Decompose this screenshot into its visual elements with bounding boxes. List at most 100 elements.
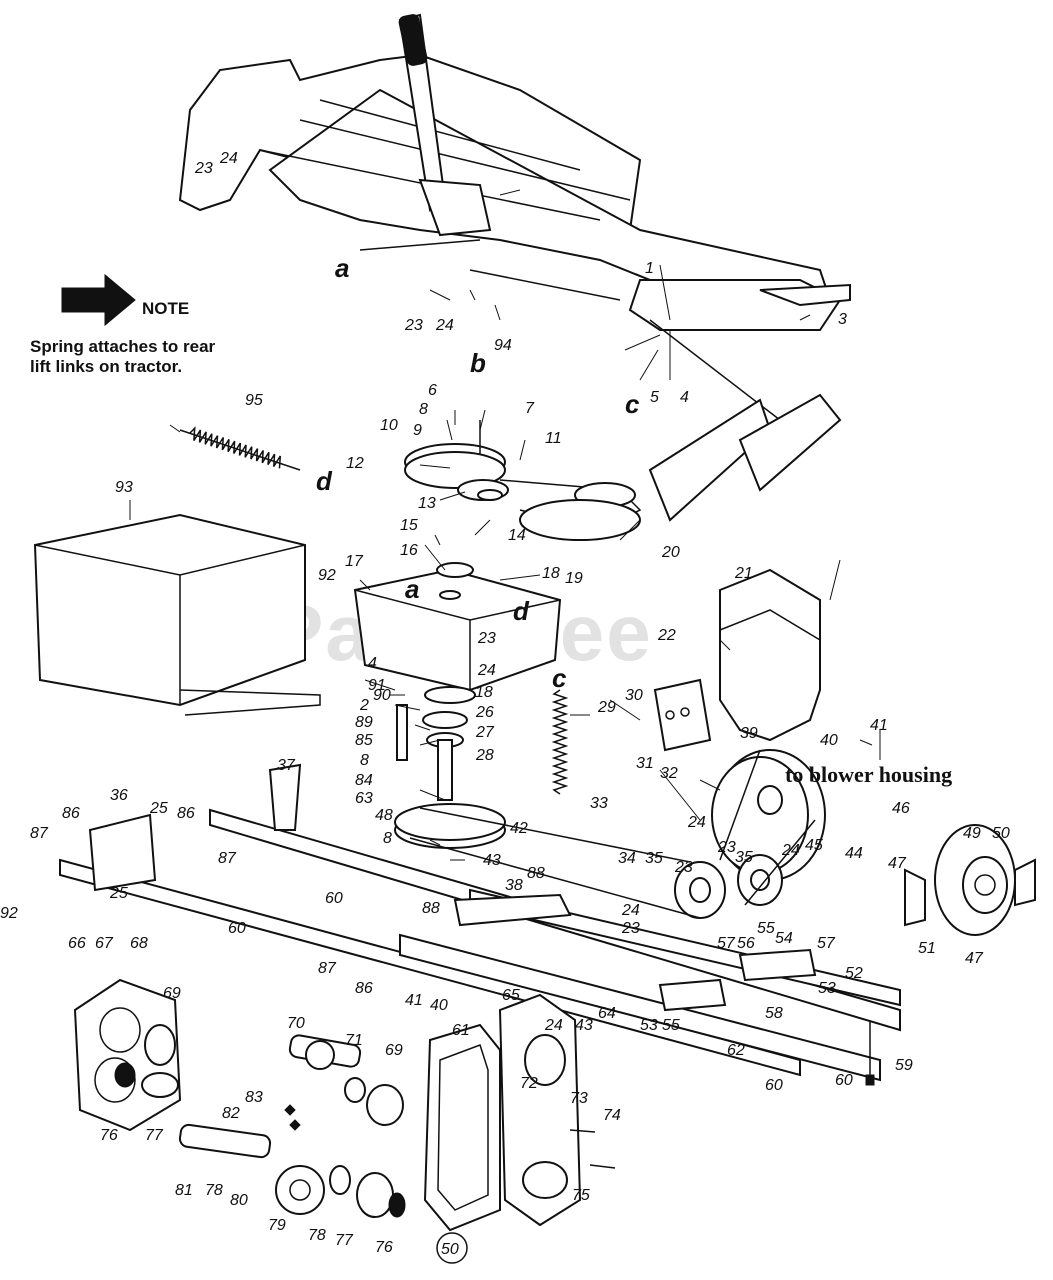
circled-label: 50	[441, 1241, 459, 1258]
part-number: 78	[205, 1182, 223, 1199]
part-number: 40	[430, 997, 448, 1014]
part-number: 7	[525, 400, 535, 417]
part-number: 88	[527, 865, 545, 882]
part-number: 8	[383, 830, 392, 847]
ref-letter: c	[625, 389, 640, 419]
part-number: 41	[870, 717, 888, 734]
part-number: 87	[218, 850, 237, 867]
part-number: 52	[845, 965, 863, 982]
part-number: 60	[228, 920, 246, 937]
part-number: 16	[400, 542, 418, 559]
part-number: 48	[375, 807, 393, 824]
part-number: 88	[422, 900, 440, 917]
part-number: 70	[287, 1015, 305, 1032]
part-number: 30	[625, 687, 643, 704]
belt-guard	[653, 568, 821, 752]
part-number: 31	[636, 755, 654, 772]
part-number: 28	[475, 747, 494, 764]
part-number: 65	[502, 987, 520, 1004]
gasket-cover	[423, 993, 582, 1232]
frame-tubes	[59, 763, 901, 1082]
part-number: 53	[640, 1017, 658, 1034]
part-number: 60	[765, 1077, 783, 1094]
part-number: 24	[435, 317, 454, 334]
part-number: 3	[838, 311, 847, 328]
note-line-2: lift links on tractor.	[30, 357, 182, 376]
part-number: 57	[817, 935, 836, 952]
part-number: 20	[661, 544, 680, 561]
part-number: 23	[404, 317, 423, 334]
part-number: 87	[30, 825, 49, 842]
part-number: 69	[163, 985, 181, 1002]
idler-pulleys	[674, 854, 783, 919]
arrow-right-icon	[61, 273, 136, 327]
part-number: 56	[737, 935, 755, 952]
part-number: 77	[335, 1232, 354, 1249]
part-number: 74	[603, 1107, 621, 1124]
part-number: 18	[475, 684, 493, 701]
part-number: 25	[149, 800, 168, 817]
part-number: 23	[194, 160, 213, 177]
part-number: 18	[542, 565, 560, 582]
part-number: 10	[380, 417, 398, 434]
part-number: 23	[674, 859, 693, 876]
bolts	[479, 420, 875, 1169]
part-number: 8	[419, 401, 428, 418]
part-number: 43	[483, 852, 501, 869]
part-number: 12	[346, 455, 364, 472]
part-number: 13	[418, 495, 436, 512]
spring-29	[551, 689, 569, 795]
circle-marker-icon	[436, 1232, 468, 1264]
part-number: 36	[110, 787, 128, 804]
part-number: 26	[475, 704, 494, 721]
part-number: 34	[618, 850, 636, 867]
part-number: 8	[360, 752, 369, 769]
part-number: 55	[662, 1017, 680, 1034]
part-number: 53	[818, 980, 836, 997]
part-number: 4	[368, 655, 377, 672]
hopper-box	[33, 513, 321, 716]
part-number: 75	[572, 1187, 590, 1204]
part-number: 42	[510, 820, 528, 837]
part-number: 15	[400, 517, 418, 534]
part-number: 80	[230, 1192, 248, 1209]
part-number: 79	[268, 1217, 286, 1234]
note-line-1: Spring attaches to rear	[30, 337, 216, 356]
part-number: 90	[373, 687, 391, 704]
left-gearbox-plate	[73, 978, 182, 1132]
labels: a b c d a d c 23 24 1 3 23 24 94 5 4 95 …	[0, 150, 1010, 1264]
part-number: 14	[508, 527, 526, 544]
part-number: 33	[590, 795, 608, 812]
part-number: 71	[345, 1032, 363, 1049]
part-number: 54	[775, 930, 793, 947]
part-number: 69	[385, 1042, 403, 1059]
part-number: 94	[494, 337, 512, 354]
right-gear-housing	[904, 824, 1036, 936]
part-number: 86	[62, 805, 80, 822]
part-number: 89	[355, 714, 373, 731]
part-number: 63	[355, 790, 373, 807]
part-number: 43	[575, 1017, 593, 1034]
ref-letter: d	[316, 466, 333, 496]
part-number: 24	[687, 814, 706, 831]
part-number: 50	[992, 825, 1010, 842]
part-number: 9	[413, 422, 422, 439]
part-number: 23	[621, 920, 640, 937]
part-number: 60	[325, 890, 343, 907]
part-number: 57	[717, 935, 736, 952]
part-number: 32	[660, 765, 678, 782]
part-number: 62	[727, 1042, 745, 1059]
center-bracket	[353, 562, 562, 692]
part-number: 19	[565, 570, 583, 587]
ref-letter: b	[470, 348, 486, 378]
part-number: 47	[965, 950, 984, 967]
part-number: 66	[68, 935, 86, 952]
part-number: 95	[245, 392, 263, 409]
part-number: 78	[308, 1227, 326, 1244]
shafts-sprockets	[178, 1034, 406, 1218]
part-number: 11	[545, 430, 562, 447]
part-number: 76	[375, 1239, 393, 1256]
part-number: 21	[734, 565, 753, 582]
part-number: 47	[888, 855, 907, 872]
